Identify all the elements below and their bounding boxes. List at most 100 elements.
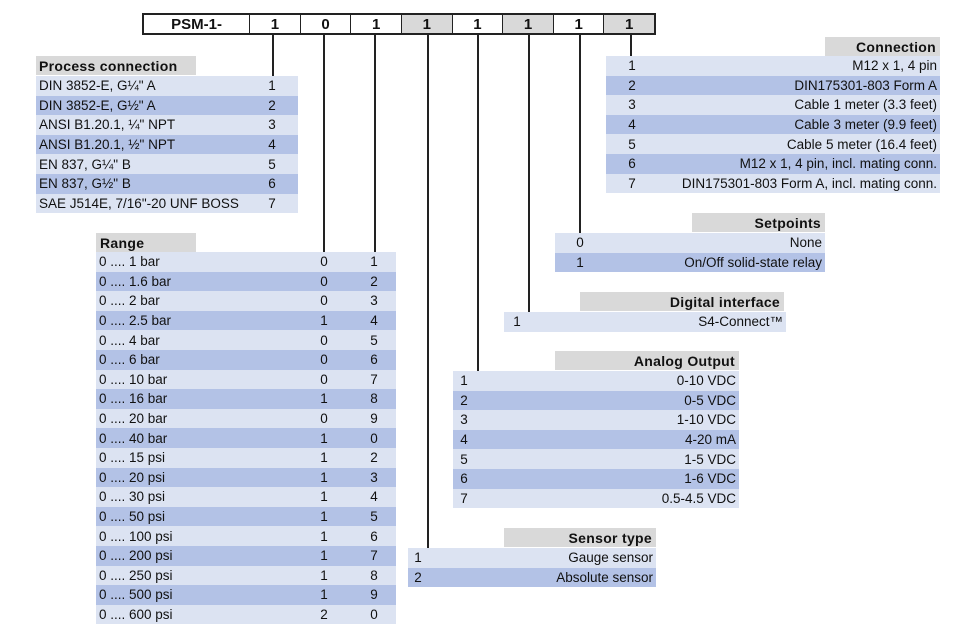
- setpoints-row: 1 On/Off solid-state relay: [555, 252, 825, 273]
- range-code: 0: [370, 430, 378, 446]
- connection-label: DIN175301-803 Form A: [794, 77, 937, 93]
- connector-line-process-connection: [272, 35, 274, 77]
- process-connection-code: 6: [268, 176, 276, 192]
- process-connection-label: ANSI B1.20.1, ½" NPT: [39, 137, 176, 153]
- range-code: 1: [320, 567, 328, 583]
- range-label: 0 .... 50 psi: [99, 509, 166, 525]
- range-label: 0 .... 40 bar: [99, 430, 168, 446]
- range-label: 0 .... 250 psi: [99, 567, 173, 583]
- digital-interface-title: Digital interface: [580, 292, 784, 311]
- analog-output-code: 2: [460, 392, 468, 408]
- process-connection-label: DIN 3852-E, G½" A: [39, 97, 156, 113]
- analog-output-label: 1-6 VDC: [684, 471, 736, 487]
- code-digit-setpoints: 1: [552, 15, 604, 33]
- range-code: 1: [320, 489, 328, 505]
- range-code: 3: [370, 469, 378, 485]
- range-code: 0: [370, 607, 378, 623]
- process-connection-row: DIN 3852-E, G½" A 2: [36, 95, 298, 116]
- process-connection-label: ANSI B1.20.1, ¼" NPT: [39, 117, 176, 133]
- range-label: 0 .... 30 psi: [99, 489, 166, 505]
- analog-output-label: 4-20 mA: [684, 432, 736, 448]
- connector-line-range-2: [374, 35, 376, 253]
- connector-line-sensor-type: [427, 35, 429, 549]
- range-code: 2: [370, 273, 378, 289]
- connection-row: 5 Cable 5 meter (16.4 feet): [606, 134, 940, 154]
- code-digit-sensor-type: 1: [400, 15, 452, 33]
- range-code: 1: [320, 587, 328, 603]
- digital-interface-code: 1: [513, 314, 521, 330]
- setpoints-code: 1: [576, 254, 584, 270]
- range-code: 9: [370, 587, 378, 603]
- range-code: 0: [320, 332, 328, 348]
- setpoints-label: None: [789, 235, 822, 251]
- analog-output-code: 1: [460, 373, 468, 389]
- range-label: 0 .... 1.6 bar: [99, 273, 172, 289]
- range-label: 0 .... 2 bar: [99, 293, 160, 309]
- connection-label: Cable 5 meter (16.4 feet): [786, 136, 937, 152]
- range-title: Range: [96, 233, 196, 252]
- range-code: 2: [320, 607, 328, 623]
- process-connection-code: 4: [268, 137, 276, 153]
- range-label: 0 .... 600 psi: [99, 607, 173, 623]
- connector-line-setpoints: [579, 35, 581, 233]
- code-digit-analog-output: 1: [451, 15, 503, 33]
- analog-output-label: 1-5 VDC: [684, 451, 736, 467]
- connection-row: 6 M12 x 1, 4 pin, incl. mating conn.: [606, 154, 940, 174]
- range-row: 0 .... 500 psi 1 9: [96, 585, 396, 605]
- process-connection-row: DIN 3852-E, G¼" A 1: [36, 76, 298, 96]
- range-label: 0 .... 20 bar: [99, 411, 168, 427]
- connection-code: 5: [628, 136, 636, 152]
- process-connection-code: 5: [268, 156, 276, 172]
- range-label: 0 .... 500 psi: [99, 587, 173, 603]
- range-label: 0 .... 10 bar: [99, 371, 168, 387]
- setpoints-label: On/Off solid-state relay: [684, 254, 822, 270]
- range-code: 1: [320, 548, 328, 564]
- connection-label: M12 x 1, 4 pin, incl. mating conn.: [739, 156, 937, 172]
- range-code: 0: [320, 371, 328, 387]
- order-code-bar: PSM-1- 1 0 1 1 1 1 1 1: [142, 13, 656, 35]
- sensor-type-code: 2: [414, 569, 422, 585]
- process-connection-label: EN 837, G½" B: [39, 176, 131, 192]
- connection-code: 3: [628, 97, 636, 113]
- range-code: 7: [370, 548, 378, 564]
- range-code: 6: [370, 528, 378, 544]
- analog-output-label: 0-10 VDC: [676, 373, 736, 389]
- process-connection-label: SAE J514E, 7/16"-20 UNF BOSS: [39, 195, 239, 211]
- sensor-type-label: Absolute sensor: [556, 569, 653, 585]
- analog-output-label: 1-10 VDC: [676, 412, 736, 428]
- code-digit-connection: 1: [603, 15, 655, 33]
- connection-code: 6: [628, 156, 636, 172]
- process-connection-code: 1: [268, 78, 276, 94]
- connection-label: M12 x 1, 4 pin: [852, 58, 937, 74]
- process-connection-code: 2: [268, 97, 276, 113]
- range-label: 0 .... 16 bar: [99, 391, 168, 407]
- connection-label: DIN175301-803 Form A, incl. mating conn.: [681, 175, 937, 191]
- range-label: 0 .... 1 bar: [99, 254, 160, 270]
- range-code: 0: [320, 352, 328, 368]
- connection-title: Connection: [825, 37, 940, 56]
- range-code: 3: [370, 293, 378, 309]
- process-connection-label: DIN 3852-E, G¼" A: [39, 78, 156, 94]
- range-code: 1: [320, 469, 328, 485]
- code-digit-digital-interface: 1: [502, 15, 553, 33]
- range-code: 1: [320, 509, 328, 525]
- range-code: 1: [320, 450, 328, 466]
